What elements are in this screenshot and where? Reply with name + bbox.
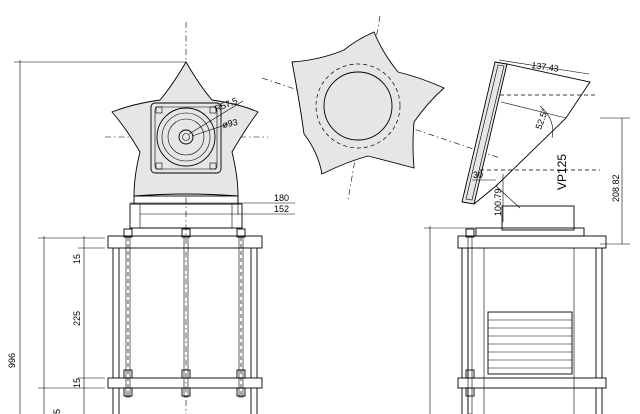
cone-inner	[167, 118, 205, 156]
mount-tab	[155, 162, 163, 170]
side-base-bottom-plate	[457, 377, 607, 389]
dim-152-label: 152	[274, 204, 289, 214]
star-horn-top	[291, 31, 445, 175]
dim-30-label: 30	[473, 170, 483, 180]
diameter-label: ø93	[221, 117, 238, 130]
side-flange	[475, 227, 585, 237]
angle-arc	[539, 105, 554, 139]
dim-bottom-edge-label: 5	[52, 409, 62, 414]
cone-outer-circle	[156, 107, 216, 167]
dim-base-mid-label: 225	[72, 311, 82, 326]
dim-total-label: 996	[7, 353, 17, 368]
dim-width-label: 137.43	[531, 60, 560, 74]
dim-base-top-label: 15	[72, 254, 82, 264]
base-top-plate	[107, 235, 263, 249]
side-view: 137.43 52.5° VP125 30 100.79 208.82	[424, 59, 630, 414]
front-view: R57.5 ø93 180 152	[7, 22, 295, 414]
driver-frame-outer	[150, 102, 222, 174]
horn-body-line	[500, 101, 567, 119]
louver-panel	[487, 311, 573, 375]
horn-baffle-inner	[465, 64, 505, 201]
cone-surround	[161, 112, 211, 162]
radius-leader	[188, 100, 244, 135]
horn-baffle	[461, 61, 508, 205]
side-rod-nut	[465, 387, 475, 397]
pole-piece	[182, 133, 190, 141]
threaded-rod-right	[236, 228, 246, 398]
threaded-rod-left	[123, 228, 133, 398]
mount-tab	[209, 162, 217, 170]
side-base-top-plate	[457, 235, 607, 249]
side-neck-block	[501, 205, 575, 231]
dust-cap	[178, 129, 194, 145]
dim-100-label: 100.79	[493, 188, 503, 216]
pipe-label: VP125	[555, 154, 569, 190]
star-horn-front	[111, 61, 259, 197]
mount-tab	[209, 106, 217, 114]
dim-width-line	[498, 59, 590, 75]
side-rod	[467, 236, 473, 414]
side-rod-nut	[465, 369, 475, 379]
driver-frame-inner	[154, 106, 218, 170]
top-view-throat	[323, 71, 393, 141]
neck-inner	[139, 203, 233, 229]
mount-tab	[155, 106, 163, 114]
dim-180-label: 180	[274, 193, 289, 203]
diameter-leader	[191, 123, 229, 137]
dim-base-bottom-label: 15	[72, 378, 82, 388]
dim-208-label: 208.82	[611, 174, 621, 202]
top-view-outer-circle	[315, 63, 401, 149]
top-view	[261, 15, 501, 201]
horn-neck-line	[495, 185, 521, 209]
threaded-rod-center	[181, 228, 191, 398]
